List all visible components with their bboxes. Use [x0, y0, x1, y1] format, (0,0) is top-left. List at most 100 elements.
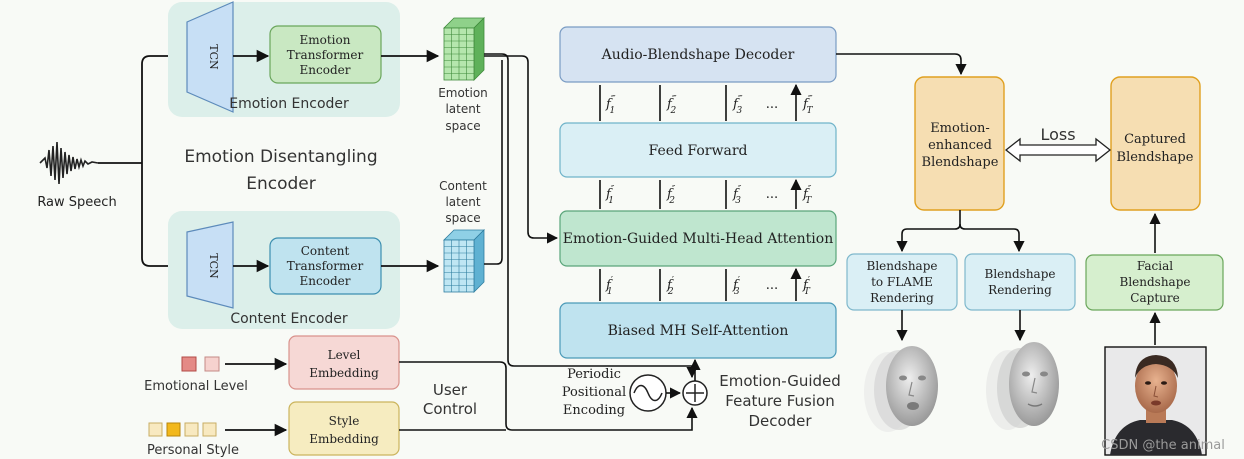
flame-rendering-line-3: Rendering: [870, 291, 934, 305]
emotion-enhanced-line-2: enhanced: [928, 138, 992, 153]
level-embedding-line-1: Level: [328, 348, 361, 362]
user-control-line-2: Control: [423, 400, 477, 418]
feature-top-T: f‴T: [802, 95, 814, 116]
style-swatch-4: [202, 422, 217, 437]
content-tcn-label: TCN: [207, 253, 220, 279]
decoder-title-line-1: Emotion-Guided: [719, 372, 841, 390]
flame-rendering-line-2: to FLAME: [871, 275, 933, 289]
watermark-text: CSDN @the animal: [1101, 438, 1225, 453]
captured-line-1: Captured: [1124, 132, 1186, 147]
flame-faces-image: [864, 346, 938, 432]
loss-label: Loss: [1040, 125, 1075, 144]
facial-capture-line-1: Facial: [1137, 259, 1173, 273]
emotion-enhanced-line-3: Blendshape: [922, 155, 999, 170]
content-latent-route-line: [484, 60, 503, 265]
feed-forward-label: Feed Forward: [649, 143, 748, 159]
emotion-latent-to-fusion-line: [484, 53, 698, 379]
content-latent-line-3: space: [445, 211, 480, 225]
speech-to-content-arrow: [141, 163, 186, 273]
style-embedding-line-1: Style: [329, 414, 360, 428]
emotion-latent-cube: [443, 17, 485, 81]
emotion-transformer-encoder: [269, 25, 382, 84]
style-swatch-3: [184, 422, 199, 437]
disentangling-title-line-2: Encoder: [246, 174, 316, 194]
captured-line-2: Blendshape: [1117, 150, 1194, 165]
embeddings-to-fusion-line: [399, 361, 698, 431]
raw-speech-label: Raw Speech: [37, 195, 116, 210]
decoder-title-line-3: Decoder: [748, 412, 812, 430]
feature-mid-T: f″T: [802, 185, 812, 206]
decoder-title-line-2: Feature Fusion: [725, 392, 834, 410]
to-rendering-arrow: [959, 223, 1025, 253]
feature-mid-1: f″1: [605, 185, 615, 206]
style-embedding-line-2: Embedding: [309, 432, 379, 446]
feature-top-1: f‴1: [605, 95, 616, 116]
level-embedding-line-2: Embedding: [309, 366, 379, 380]
feature-bot-2: f′2: [666, 276, 674, 297]
emotion-latent-line-3: space: [445, 119, 480, 133]
level-swatch-high: [181, 356, 197, 372]
emotion-transformer-line-1: Emotion: [300, 33, 351, 47]
user-control-line-1: User: [433, 381, 468, 399]
feature-row-bottom: f′1 f′2 f′3 ... f′T: [599, 269, 811, 301]
feature-bot-ellipsis: ...: [766, 278, 778, 293]
to-flame-arrow: [896, 210, 961, 253]
feature-mid-3: f″3: [732, 185, 742, 206]
actor-photo: [1104, 346, 1207, 456]
periodic-encoding-line-2: Positional: [562, 385, 626, 400]
feature-top-ellipsis: ...: [766, 97, 778, 112]
feature-top-3: f‴3: [732, 95, 743, 116]
style-swatch-1: [148, 422, 163, 437]
emotion-latent-line-2: latent: [445, 102, 480, 116]
periodic-encoding-line-1: Periodic: [567, 367, 621, 382]
content-transformer-line-1: Content: [301, 244, 350, 258]
content-tcn-block: [186, 221, 234, 309]
disentangling-title-line-1: Emotion Disentangling: [184, 147, 377, 167]
emotion-encoder-label: Emotion Encoder: [229, 96, 349, 112]
personal-style-label: Personal Style: [147, 443, 239, 458]
feature-bot-3: f′3: [732, 276, 740, 297]
sum-operator-icon: [682, 380, 708, 406]
loss-double-arrow: [1004, 137, 1112, 163]
feature-bot-1: f′1: [605, 276, 613, 297]
feature-row-top: f‴1 f‴2 f‴3 ... f‴T: [599, 85, 814, 121]
biased-self-attention-box: [559, 302, 837, 359]
biased-self-attention-label: Biased MH Self-Attention: [608, 323, 789, 339]
level-embedding-box: [288, 335, 400, 390]
style-embedding-box: [288, 401, 400, 456]
decoder-to-blendshape-arrow: [836, 53, 967, 76]
content-latent-line-1: Content: [439, 179, 487, 193]
feature-mid-ellipsis: ...: [766, 187, 778, 202]
periodic-encoding-line-3: Encoding: [563, 403, 625, 418]
feature-mid-2: f″2: [666, 185, 676, 206]
emotion-guided-attention-label: Emotion-Guided Multi-Head Attention: [563, 231, 833, 247]
level-swatch-low: [204, 356, 220, 372]
content-transformer-line-2: Transformer: [287, 259, 364, 273]
style-swatch-2: [166, 422, 181, 437]
emotion-tcn-label: TCN: [207, 44, 220, 70]
facial-capture-line-3: Capture: [1130, 291, 1179, 305]
facial-capture-line-2: Blendshape: [1120, 275, 1191, 289]
emotion-guided-attention-box: [559, 210, 837, 267]
content-encoder-label: Content Encoder: [230, 311, 348, 327]
feature-bot-T: f′T: [802, 276, 811, 297]
feed-forward-box: [559, 122, 837, 178]
sine-wave-icon: [629, 374, 667, 412]
blendshape-rendering-line-2: Rendering: [988, 283, 1052, 297]
emotion-transformer-line-2: Transformer: [287, 48, 364, 62]
feature-row-middle: f″1 f″2 f″3 ... f″T: [599, 180, 812, 209]
emotion-enhanced-line-1: Emotion-: [930, 121, 990, 136]
content-transformer-line-3: Encoder: [300, 274, 351, 288]
blendshape-rendering-line-1: Blendshape: [985, 267, 1056, 281]
feature-top-2: f‴2: [666, 95, 677, 116]
emotional-level-label: Emotional Level: [144, 379, 248, 394]
raw-speech-waveform: [39, 141, 99, 185]
flame-rendering-line-1: Blendshape: [867, 259, 938, 273]
emotion-transformer-line-3: Encoder: [300, 63, 351, 77]
blendshape-faces-image: [986, 342, 1059, 430]
blendshape-rendering-box: [964, 253, 1076, 311]
content-latent-cube: [443, 229, 485, 293]
emotion-latent-to-attention-arrow: [484, 55, 559, 244]
emotion-tcn-block: [186, 1, 234, 113]
